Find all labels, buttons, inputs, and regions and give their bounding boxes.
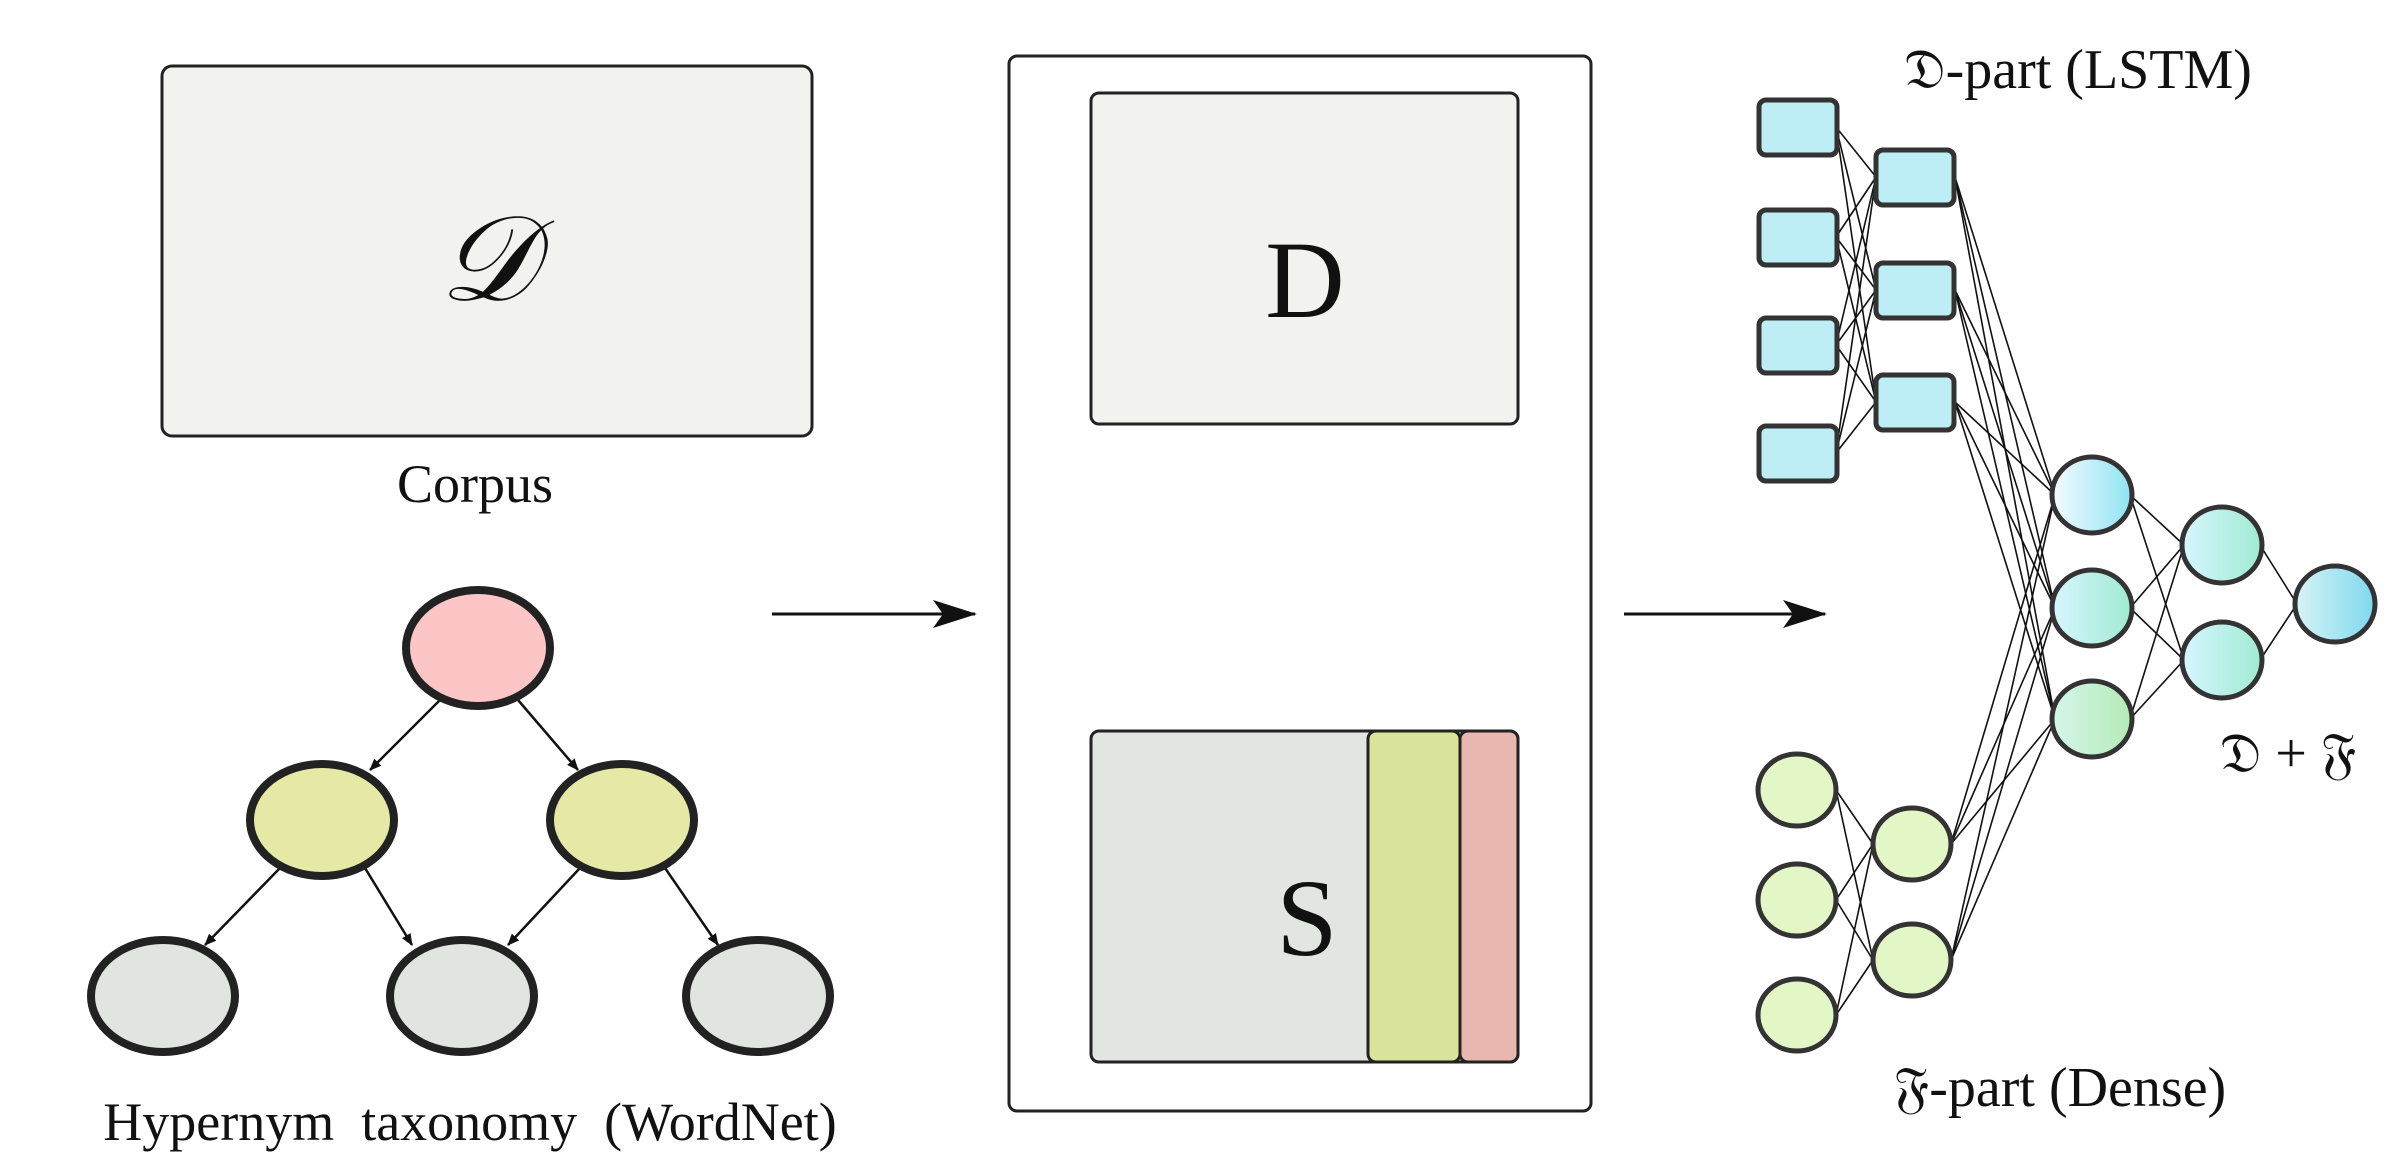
dense-hidden-node [1870,921,1954,999]
taxonomy-edge [517,699,579,771]
corpus-box [160,64,814,438]
taxonomy-edge [204,867,281,946]
dataset-panel: D S [1007,54,1593,1113]
combined-hidden-node [2179,619,2265,701]
s-band-green [1366,729,1462,1064]
taxonomy-edge [507,867,581,946]
f-part-label: 𝔉-part (Dense) [1894,1057,2226,1119]
dense-input-node [1755,751,1839,829]
taxonomy-edge [363,867,414,946]
output-node [2292,563,2378,645]
lstm-input-node [1756,423,1840,484]
taxonomy-edge [369,699,441,771]
corpus-group: 𝒟 Corpus [160,64,814,514]
taxonomy-root-node [402,586,554,710]
taxonomy-leaf-node [682,936,834,1056]
lstm-input-node [1756,315,1840,376]
d-part-label: 𝔇-part (LSTM) [1904,39,2252,101]
d-box [1089,91,1520,426]
merge-node [2049,678,2135,760]
nn-connections [1835,126,2298,1016]
merge-node [2049,567,2135,649]
taxonomy-tree: Hypernym taxonomy (WordNet) [87,586,837,1152]
dense-input-node [1755,861,1839,939]
dense-input-node [1755,976,1839,1054]
s-band-red [1458,729,1520,1064]
taxonomy-mid-node [546,760,698,880]
combined-hidden-node [2179,504,2265,586]
taxonomy-leaf-node [386,936,538,1056]
dense-hidden-node [1870,805,1954,883]
lstm-hidden-node [1873,147,1957,208]
merge-node [2049,454,2135,536]
lstm-hidden-node [1873,260,1957,321]
s-label: S [1276,857,1337,979]
taxonomy-mid-node [246,760,398,880]
lstm-input-node [1756,97,1840,158]
neural-network: 𝔇-part (LSTM) 𝔉-part (Dense) 𝔇 + 𝔉 [1755,39,2378,1119]
lstm-input-node [1756,207,1840,268]
lstm-hidden-node [1873,372,1957,433]
taxonomy-caption: Hypernym taxonomy (WordNet) [103,1092,836,1152]
corpus-caption: Corpus [397,454,553,514]
taxonomy-leaf-node [87,936,239,1056]
combined-label: 𝔇 + 𝔉 [2220,723,2357,785]
d-label: D [1265,219,1344,341]
taxonomy-edge [663,867,720,946]
